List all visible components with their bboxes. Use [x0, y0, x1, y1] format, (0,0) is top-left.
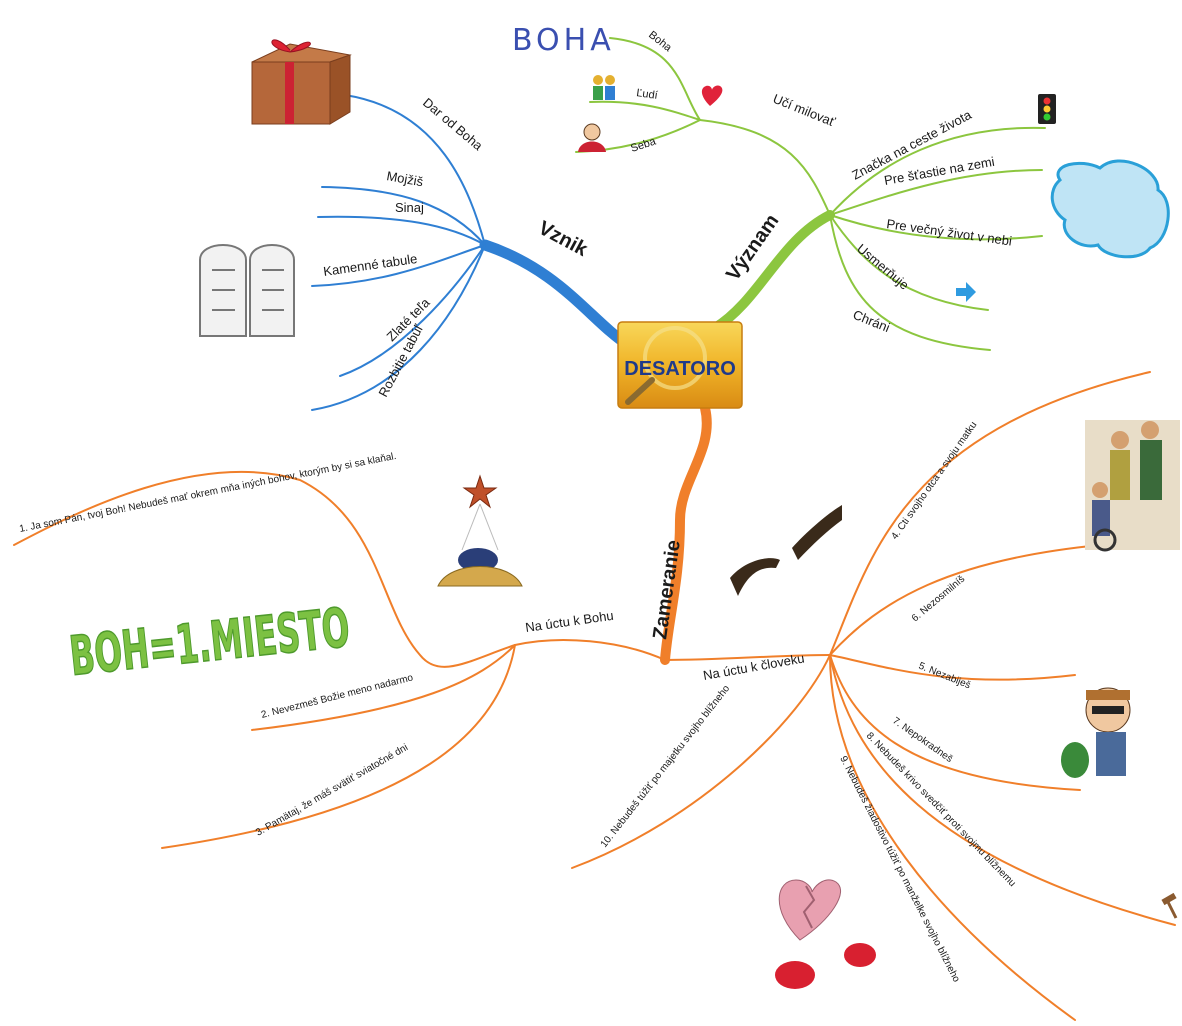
gift-icon — [251, 39, 352, 125]
branch-vznik — [311, 94, 634, 411]
elderly-family-icon — [1085, 420, 1180, 552]
boh-item-0: 1. Ja som Pán, tvoj Boh! Nebudeš mať okr… — [18, 451, 397, 535]
person-icon — [578, 123, 606, 152]
vznik-item-1: Mojžiš — [385, 168, 424, 189]
zameranie-boh-label: Na úctu k Bohu — [524, 608, 614, 635]
vznik-item-3: Kamenné tabule — [322, 251, 418, 279]
clovek-item-6: 10. Nebudeš túžiť po majetku svojho blíž… — [599, 683, 733, 850]
broken-heart-icon — [775, 879, 876, 989]
star-manger-icon — [437, 474, 523, 587]
creation-hands-icon — [730, 505, 842, 596]
vyznam-uci-item-2: Seba — [629, 135, 658, 155]
boha-handwritten: BOHA — [512, 23, 615, 58]
branch-zameranie — [13, 371, 1176, 1021]
boh-item-2: 3. Pamätaj, že máš svätiť sviatočné dni — [254, 742, 410, 838]
vyznam-item-4: Chráni — [851, 307, 892, 335]
vznik-item-0: Dar od Boha — [420, 95, 486, 154]
heart-icon — [701, 85, 723, 106]
vznik-item-2: Sinaj — [395, 200, 424, 215]
zameranie-clovek-label: Na úctu k človeku — [702, 650, 806, 683]
stone-tablets-icon — [199, 244, 295, 337]
family-icon — [593, 75, 615, 100]
magnifier-icon — [643, 326, 707, 390]
clovek-item-0: 4. Cti svojho otca a svoju matku — [889, 420, 979, 542]
traffic-light-icon — [1038, 94, 1056, 124]
clovek-item-2: 5. Nezabiješ — [917, 661, 972, 692]
vyznam-item-3: Usmerňuje — [854, 241, 912, 293]
center-node[interactable]: DESATORO — [617, 321, 743, 409]
arrow-icon — [956, 282, 976, 302]
cloud-icon — [1050, 159, 1170, 259]
vyznam-uci-item-1: Ľudí — [636, 87, 659, 102]
branch-label-vznik: Vznik — [535, 217, 592, 261]
gavel-icon — [1161, 892, 1178, 919]
boh-miesto-annotation: BOH=1.MIESTO — [67, 597, 353, 688]
vyznam-uci-item-0: Boha — [646, 29, 674, 55]
vyznam-item-2: Pre večný život v nebi — [886, 216, 1013, 248]
boh-item-1: 2. Nevezmeš Božie meno nadarmo — [260, 672, 415, 721]
center-label: DESATORO — [624, 358, 736, 380]
vyznam-uci-label: Učí milovať — [771, 91, 838, 130]
branch-vyznam — [575, 37, 1046, 351]
thief-icon — [1061, 687, 1131, 778]
